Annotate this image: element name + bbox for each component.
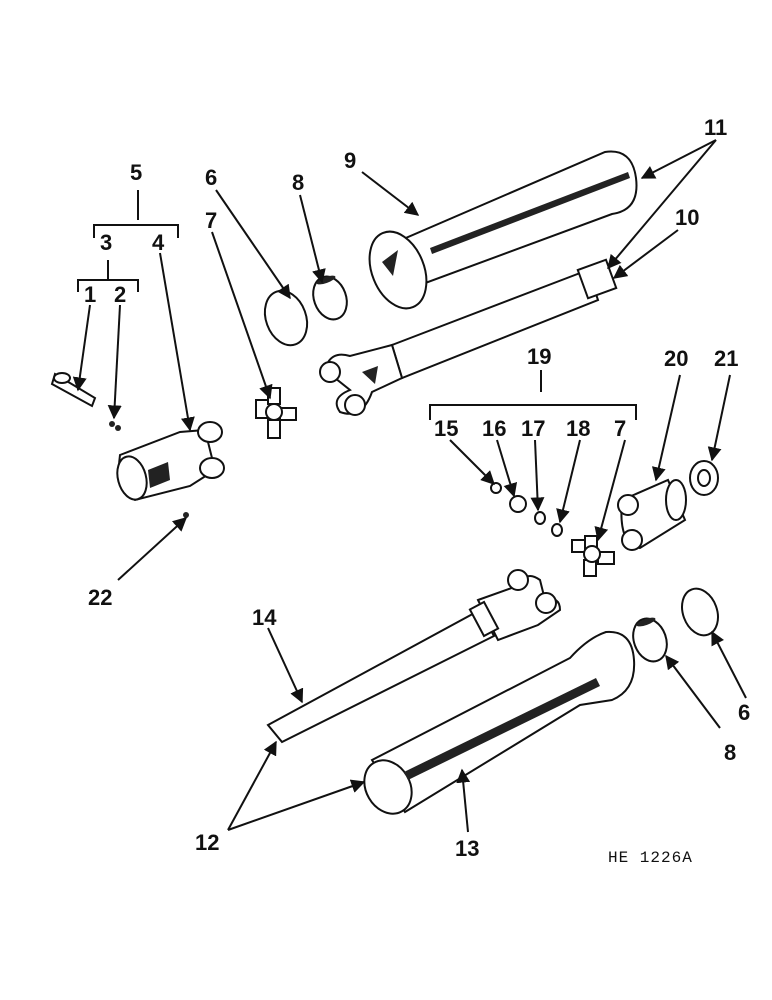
callout-6-upper: 6 xyxy=(205,165,217,190)
callout-9: 9 xyxy=(344,148,356,173)
callout-20: 20 xyxy=(664,346,688,371)
callout-15: 15 xyxy=(434,416,458,441)
cross-kit-upper xyxy=(255,387,297,439)
callout-5: 5 xyxy=(130,160,142,185)
callout-6-lower: 6 xyxy=(738,700,750,725)
part-17 xyxy=(534,511,546,525)
callout-13: 13 xyxy=(455,836,479,861)
callout-2: 2 xyxy=(114,282,126,307)
callout-8-upper: 8 xyxy=(292,170,304,195)
callout-14: 14 xyxy=(252,605,277,630)
outer-guard-tube-upper xyxy=(368,150,638,310)
callout-18: 18 xyxy=(566,416,590,441)
callout-3: 3 xyxy=(100,230,112,255)
callout-7-lower: 7 xyxy=(614,416,626,441)
callout-19: 19 xyxy=(527,344,551,369)
callout-10: 10 xyxy=(675,205,699,230)
yoke-20 xyxy=(617,478,687,551)
callout-17: 17 xyxy=(521,416,545,441)
callout-12: 12 xyxy=(195,830,219,855)
callout-11: 11 xyxy=(704,115,727,140)
yoke-assembly xyxy=(50,372,225,502)
callout-7-upper: 7 xyxy=(205,208,217,233)
part-18 xyxy=(551,523,563,537)
bearing-lower xyxy=(632,617,668,663)
callout-16: 16 xyxy=(482,416,506,441)
cross-kit-lower xyxy=(571,535,615,577)
part-16 xyxy=(509,495,527,513)
callout-4: 4 xyxy=(152,230,165,255)
snap-ring-lower xyxy=(681,587,719,637)
drawing-code: HE 1226A xyxy=(608,849,693,867)
bearing-upper xyxy=(312,275,348,321)
callout-21: 21 xyxy=(714,346,738,371)
callout-8-lower: 8 xyxy=(724,740,736,765)
outer-guard-tube-lower xyxy=(363,630,636,815)
part-15 xyxy=(490,482,502,494)
washer-21 xyxy=(689,460,719,496)
callout-1: 1 xyxy=(84,282,96,307)
callout-22: 22 xyxy=(88,585,112,610)
leader-lines xyxy=(72,139,747,833)
snap-ring-upper xyxy=(263,289,309,347)
inner-shaft-lower xyxy=(266,569,562,744)
inner-shaft-upper xyxy=(319,258,618,416)
part-22 xyxy=(183,512,189,518)
